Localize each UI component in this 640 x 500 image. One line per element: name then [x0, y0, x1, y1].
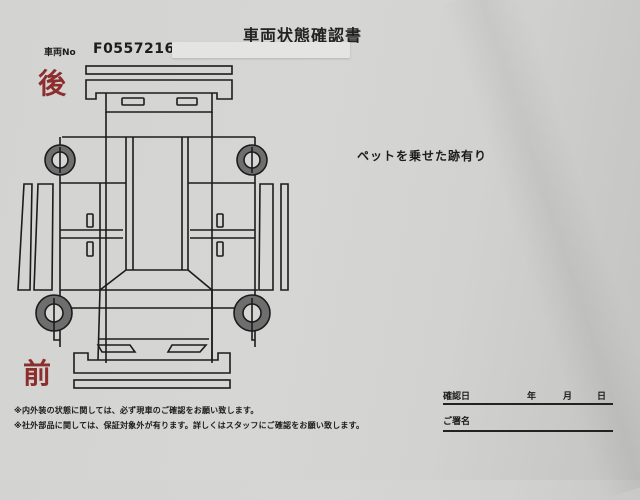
- front-bumper: [73, 352, 231, 389]
- redacted-sticker: [172, 42, 350, 58]
- year-label: 年: [527, 392, 537, 402]
- confirmation-date-label: 確認日: [443, 392, 471, 402]
- rear-label: 後: [38, 67, 67, 100]
- day-label: 日: [597, 392, 607, 402]
- front-label: 前: [23, 357, 52, 390]
- left-side: [59, 137, 126, 347]
- car-diagram: [17, 65, 289, 389]
- rear-trunk: [105, 93, 213, 363]
- document-title: 車両状態確認書: [243, 26, 363, 45]
- rear-bumper: [85, 65, 233, 100]
- confirmation-date-field[interactable]: 確認日 年 月 日: [443, 389, 613, 405]
- vehicle-number-label: 車両No: [44, 48, 76, 58]
- right-side: [188, 137, 256, 347]
- signature-label: ご署名: [443, 417, 471, 427]
- roof: [60, 136, 258, 309]
- side-moldings: [17, 183, 289, 291]
- hood: [96, 289, 213, 361]
- signature-field[interactable]: ご署名: [443, 414, 613, 432]
- condition-remark: ペットを乗せた跡有り: [357, 149, 488, 163]
- vehicle-number-value: F0557216: [93, 41, 175, 57]
- note-interior-exterior: ※内外装の状態に関しては、必ず現車のご確認をお願い致します。: [14, 406, 259, 415]
- note-aftermarket-parts: ※社外部品に関しては、保証対象外が有ります。詳しくはスタッフにご確認をお願い致し…: [14, 421, 365, 430]
- tires: [35, 144, 271, 341]
- month-label: 月: [563, 392, 573, 402]
